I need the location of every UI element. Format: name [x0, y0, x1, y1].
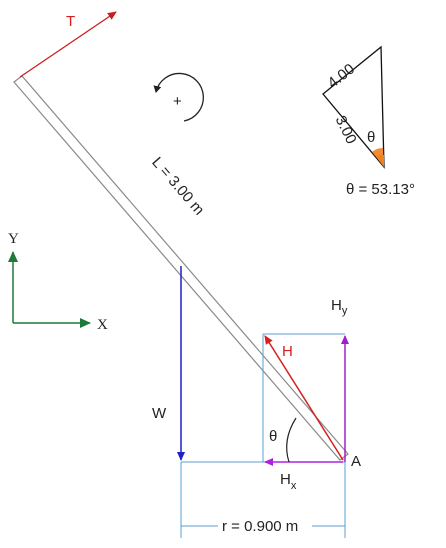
length-label: L = 3.00 m [148, 154, 207, 219]
point-a-label: A [351, 453, 361, 470]
x-axis-label: X [97, 317, 108, 333]
h-arrow [264, 335, 344, 461]
slope-triangle [322, 45, 385, 169]
hy-label: Hy [331, 297, 348, 317]
rotation-sign: + [173, 93, 182, 110]
theta-value: θ = 53.13° [346, 181, 415, 198]
tension-arrow [19, 11, 117, 78]
distance-label: r = 0.900 m [222, 518, 298, 535]
rotation-arrow [153, 72, 204, 122]
hx-label: Hx [280, 471, 297, 492]
h-label: H [282, 343, 293, 360]
tension-label: T [66, 13, 75, 30]
weight-label: W [152, 405, 167, 422]
angle-arc [286, 417, 297, 463]
triangle-angle-wedge [372, 147, 384, 167]
angle-theta-label: θ [269, 428, 277, 445]
y-axis-label: Y [8, 231, 19, 247]
triangle-angle-label: θ [367, 129, 375, 146]
